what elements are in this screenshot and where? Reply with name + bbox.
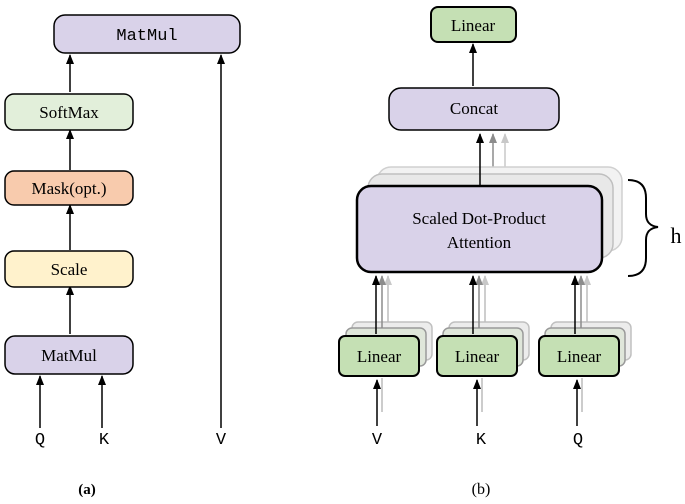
caption-b: (b) bbox=[472, 481, 491, 498]
matmul-top-label: MatMul bbox=[116, 27, 177, 46]
linear-q-box bbox=[538, 335, 620, 377]
linear-k-label: Linear bbox=[455, 347, 500, 366]
panel-b: Linear Concat Scaled Dot-Product Attenti… bbox=[338, 6, 682, 498]
input-v-label: V bbox=[216, 431, 227, 450]
softmax-label: SoftMax bbox=[39, 103, 99, 122]
matmul-top-box bbox=[53, 14, 241, 54]
concat-label: Concat bbox=[450, 99, 498, 118]
caption-a: (a) bbox=[78, 482, 96, 498]
mask-box bbox=[4, 170, 134, 206]
matmul-bottom-label: MatMul bbox=[41, 346, 97, 365]
attention-label-line1: Scaled Dot-Product bbox=[412, 209, 546, 228]
concat-box bbox=[388, 87, 560, 131]
softmax-box bbox=[4, 93, 134, 131]
linear-top-box bbox=[430, 6, 517, 43]
mask-label: Mask(opt.) bbox=[31, 179, 106, 198]
scale-label: Scale bbox=[51, 260, 88, 279]
input-k-label-b: K bbox=[476, 431, 487, 450]
linear-q-label: Linear bbox=[557, 347, 602, 366]
linear-v-label: Linear bbox=[357, 347, 402, 366]
matmul-bottom-box bbox=[4, 335, 134, 375]
input-q-label-b: Q bbox=[573, 431, 583, 450]
input-k-label: K bbox=[99, 431, 110, 450]
heads-brace-icon bbox=[627, 179, 659, 277]
linear-k-box bbox=[436, 335, 518, 377]
input-q-label: Q bbox=[35, 431, 45, 450]
panel-a: MatMul SoftMax Mask(opt.) Scale MatMul Q… bbox=[4, 14, 241, 498]
heads-label: h bbox=[671, 223, 682, 248]
scale-box bbox=[4, 250, 134, 288]
attention-label-line2: Attention bbox=[447, 233, 512, 252]
linear-top-label: Linear bbox=[451, 16, 496, 35]
linear-v-box bbox=[338, 335, 420, 377]
input-v-label-b: V bbox=[372, 431, 383, 450]
attention-box bbox=[355, 184, 604, 274]
